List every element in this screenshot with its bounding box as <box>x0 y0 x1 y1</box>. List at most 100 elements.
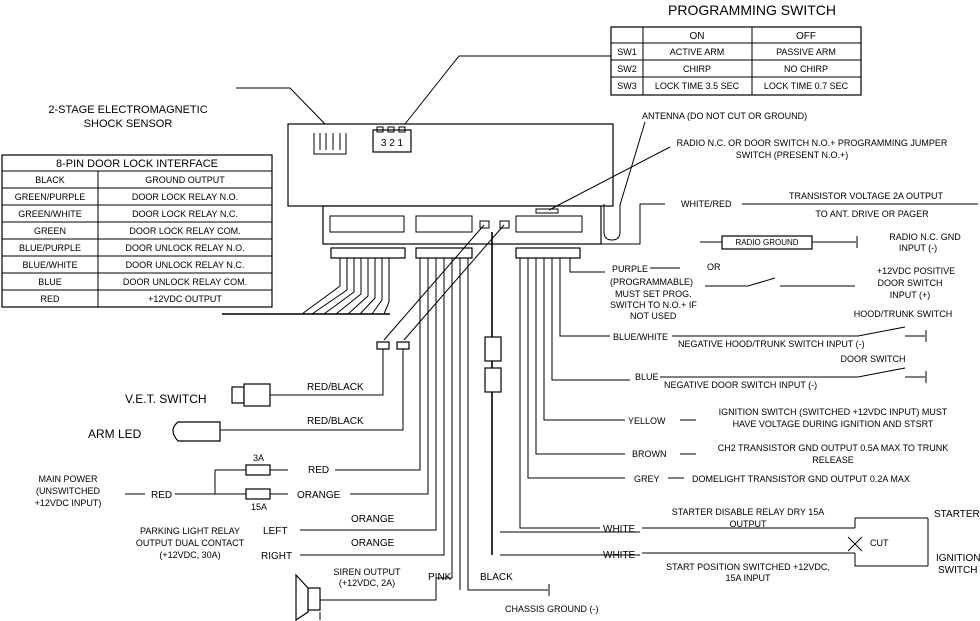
door-lock-harness <box>222 258 390 315</box>
ignition-wire <box>854 553 928 567</box>
fuse-15a-label: 15A <box>251 502 267 512</box>
dip-switch[interactable] <box>372 129 412 153</box>
ignition-label-2: HAVE VOLTAGE DURING IGNITION AND STSRT <box>733 419 934 429</box>
connector-left <box>329 215 405 233</box>
jumper-1[interactable] <box>479 220 490 229</box>
led-connector <box>396 341 410 350</box>
door-switch[interactable] <box>857 367 906 378</box>
door-pos-label-2: DOOR SWITCH <box>878 278 943 288</box>
dl-function: DOOR UNLOCK RELAY N.C. <box>126 260 245 270</box>
dl-function: DOOR UNLOCK RELAY N.O. <box>125 243 244 253</box>
ps-cell: CHIRP <box>683 64 711 74</box>
chassis-ground-label: CHASSIS GROUND (-) <box>505 604 599 614</box>
dl-wire: BLUE/PURPLE <box>19 243 81 253</box>
ps-cell: LOCK TIME 3.5 SEC <box>655 81 740 91</box>
vet-connector <box>376 341 390 350</box>
vet-switch-label: V.E.T. SWITCH <box>125 392 207 406</box>
inline-fuse-1 <box>484 336 502 362</box>
transistor-label-1: TRANSISTOR VOLTAGE 2A OUTPUT <box>789 191 944 201</box>
connector-right <box>515 215 583 233</box>
door-switch-positive[interactable] <box>705 277 776 287</box>
domelight-label: DOMELIGHT TRANSISTOR GND OUTPUT 0.2A MAX <box>692 474 910 484</box>
control-module: 3 2 1 <box>287 123 614 259</box>
ps-cell: SW3 <box>617 81 637 91</box>
shock-sensor-label-2: SHOCK SENSOR <box>84 118 173 130</box>
siren-label-2: (+12VDC, 2A) <box>339 578 395 588</box>
white-label-2: WHITE <box>603 550 636 561</box>
white-red-wire <box>588 203 665 245</box>
blue-white-label: BLUE/WHITE <box>613 332 668 342</box>
parking-label-2: OUTPUT DUAL CONTACT <box>136 538 245 548</box>
yellow-label: YELLOW <box>628 416 666 426</box>
white-label-1: WHITE <box>603 524 636 535</box>
dl-wire: RED <box>40 294 60 304</box>
main-power-label-3: +12VDC INPUT) <box>35 498 102 508</box>
main-power-label-2: (UNSWITCHED <box>36 486 100 496</box>
ps-header-off: OFF <box>796 31 816 42</box>
shock-sensor-label-1: 2-STAGE ELECTROMAGNETIC <box>48 104 207 116</box>
orange-right-label: ORANGE <box>351 538 395 549</box>
ps-header-on: ON <box>690 31 705 42</box>
connector-middle <box>415 215 473 233</box>
dl-wire: GREEN <box>34 226 66 236</box>
black-label: BLACK <box>480 572 513 583</box>
dip-switch-numbers: 3 2 1 <box>381 138 404 149</box>
ignition-switch-label-1: IGNITION <box>936 553 980 564</box>
programming-switch-title: PROGRAMMING SWITCH <box>668 2 836 18</box>
antenna-label: ANTENNA (DO NOT CUT OR GROUND) <box>642 111 807 121</box>
radio-nc-pointer <box>548 146 671 211</box>
plug-main <box>415 247 473 259</box>
door-switch-label: DOOR SWITCH <box>841 354 906 364</box>
vet-switch-icon[interactable] <box>231 383 271 407</box>
antenna-pointer <box>619 121 646 206</box>
ignition-switch-label-2: SWITCH <box>938 565 977 576</box>
dl-function: DOOR LOCK RELAY COM. <box>129 226 240 236</box>
antenna-wire <box>603 204 621 241</box>
shock-sensor-connector <box>313 133 347 155</box>
blue-label: BLUE <box>635 372 659 382</box>
radio-gnd-label-2: INPUT (-) <box>899 243 937 253</box>
plug-door-lock <box>330 247 406 259</box>
fuse-3a <box>245 464 271 476</box>
dl-function: DOOR LOCK RELAY N.O. <box>132 192 238 202</box>
hood-trunk-switch[interactable] <box>857 326 906 337</box>
center-harness <box>300 224 640 590</box>
dl-wire: BLACK <box>35 175 65 185</box>
red-main-label: RED <box>151 490 172 501</box>
input-harness <box>519 258 630 529</box>
starter-wire <box>854 517 928 528</box>
jumper-2[interactable] <box>499 220 510 229</box>
main-power-label-1: MAIN POWER <box>38 474 98 484</box>
dl-function: GROUND OUTPUT <box>145 175 225 185</box>
ps-cell: LOCK TIME 0.7 SEC <box>764 81 849 91</box>
ps-cell: SW2 <box>617 64 637 74</box>
siren-label-1: SIREN OUTPUT <box>333 567 401 577</box>
arm-led-label: ARM LED <box>88 427 142 441</box>
must-set-label-2: SWITCH TO N.O.+ IF <box>610 300 697 310</box>
fuse-15a <box>245 488 271 500</box>
cut-label: CUT <box>870 538 889 548</box>
must-set-label-1: MUST SET PROG. <box>615 289 692 299</box>
cut-mark[interactable] <box>847 536 863 552</box>
dl-function: DOOR UNLOCK RELAY COM. <box>123 277 247 287</box>
parking-label-3: (+12VDC, 30A) <box>159 550 220 560</box>
left-label: LEFT <box>263 526 287 537</box>
grey-label: GREY <box>634 474 660 484</box>
arm-led-icon <box>172 421 221 442</box>
radio-ground-label: RADIO GROUND <box>735 238 798 247</box>
right-label: RIGHT <box>261 551 292 562</box>
red-out-label: RED <box>308 465 329 476</box>
starter-label: STARTER <box>934 509 980 520</box>
programming-jumper[interactable] <box>535 208 559 214</box>
must-set-label-3: NOT USED <box>630 311 677 321</box>
door-pos-label-3: INPUT (+) <box>890 290 931 300</box>
starter-disable-label-2: OUTPUT <box>730 519 768 529</box>
programming-switch-table: ON OFF SW1 ACTIVE ARM PASSIVE ARM SW2 CH… <box>610 26 862 96</box>
ps-cell: PASSIVE ARM <box>776 47 836 57</box>
dl-wire: BLUE <box>38 277 62 287</box>
programmable-label: (PROGRAMMABLE) <box>610 277 693 287</box>
red-black-label-2: RED/BLACK <box>307 416 364 427</box>
purple-label: PURPLE <box>612 264 648 274</box>
purple-wire <box>569 258 605 273</box>
siren-icon <box>295 573 321 621</box>
